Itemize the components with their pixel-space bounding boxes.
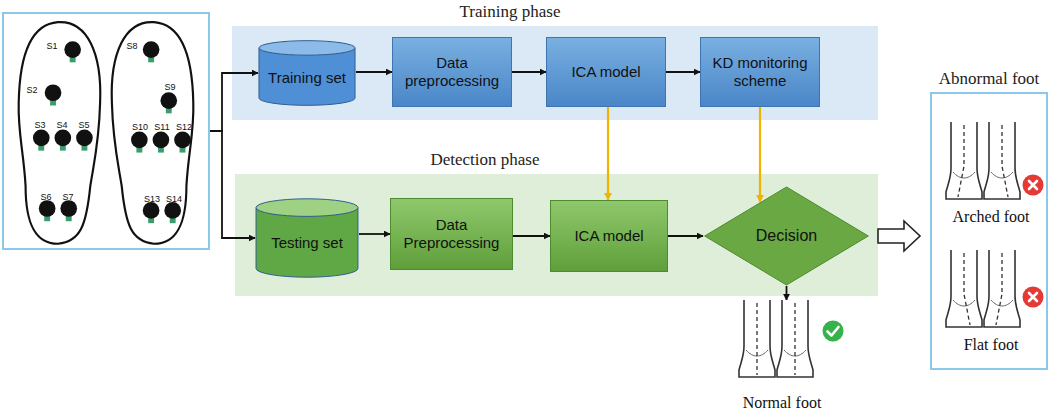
sensor-label: S5	[78, 120, 89, 130]
sensor-label: S13	[144, 194, 160, 204]
foot-label: Flat foot	[936, 336, 1046, 354]
phase-title: Training phase	[460, 2, 561, 22]
box-label: Training set	[268, 69, 346, 87]
sensor-label: S2	[26, 85, 37, 95]
sensor-label: S4	[56, 120, 67, 130]
sensor-label: S14	[166, 194, 182, 204]
phase-band: Training phaseTraining setData preproces…	[232, 26, 878, 120]
flow-arrow	[512, 71, 546, 73]
sensor-label: S12	[176, 122, 192, 132]
check-icon	[822, 320, 844, 342]
foot-result: Arched foot	[936, 122, 1046, 226]
model-transfer-arrow	[607, 107, 609, 200]
box-label: Data Preprocessing	[399, 216, 504, 252]
process-box: Data preprocessing	[392, 37, 512, 107]
flow-arrow	[668, 235, 703, 237]
foot-label: Normal foot	[722, 394, 842, 412]
flow-arrow	[666, 71, 700, 73]
process-box: ICA model	[550, 200, 668, 272]
flow-arrow	[356, 71, 392, 73]
cross-icon	[1022, 286, 1044, 308]
sensor-label: S10	[132, 122, 148, 132]
process-box: ICA model	[546, 37, 666, 107]
decision-label: Decision	[756, 226, 817, 245]
sensor-label: S8	[126, 41, 137, 51]
phase-title: Detection phase	[430, 150, 539, 170]
foot-illustration	[733, 300, 819, 380]
band-fill	[232, 26, 878, 120]
box-label: ICA model	[571, 63, 640, 81]
insole-panel: S1S2S3 S4 S5S6 S7 S8S9S10 S11 S12S13 S14	[2, 12, 210, 250]
flow-arrow	[210, 131, 255, 238]
foot-result: Flat foot	[936, 250, 1046, 354]
result-frame: Abnormal footArched footFlat foot	[930, 92, 1048, 370]
frame-title: Abnormal foot	[939, 69, 1040, 89]
hollow-arrow	[878, 221, 920, 251]
model-transfer-arrow	[759, 107, 761, 202]
flow-arrow	[786, 286, 788, 300]
sensor-label: S6	[40, 192, 51, 202]
database-cylinder: Testing set	[255, 198, 359, 278]
foot-label: Arched foot	[936, 208, 1046, 226]
decision-diamond: Decision	[703, 186, 870, 286]
box-label: Testing set	[271, 234, 343, 252]
sensor-label: S9	[164, 82, 175, 92]
phase-band: Detection phaseTesting setData Preproces…	[235, 174, 878, 296]
sensor-label: S1	[46, 41, 57, 51]
flow-arrow	[359, 233, 390, 235]
cross-icon	[1022, 174, 1044, 196]
sensor-label: S7	[62, 192, 73, 202]
database-cylinder: Training set	[258, 40, 356, 106]
foot-illustration	[940, 122, 1026, 202]
sensor-label: S11	[154, 122, 169, 132]
foot-result: Normal foot	[722, 300, 842, 412]
foot-illustration	[940, 250, 1026, 330]
band-fill	[235, 174, 878, 296]
flow-arrow	[210, 73, 258, 131]
sensor-label: S3	[34, 120, 45, 130]
box-label: ICA model	[574, 227, 643, 245]
flow-arrow	[513, 235, 550, 237]
box-label: Data preprocessing	[401, 54, 503, 90]
process-box: Data Preprocessing	[390, 198, 513, 270]
process-box: KD monitoring scheme	[700, 37, 820, 107]
box-label: KD monitoring scheme	[709, 54, 811, 90]
